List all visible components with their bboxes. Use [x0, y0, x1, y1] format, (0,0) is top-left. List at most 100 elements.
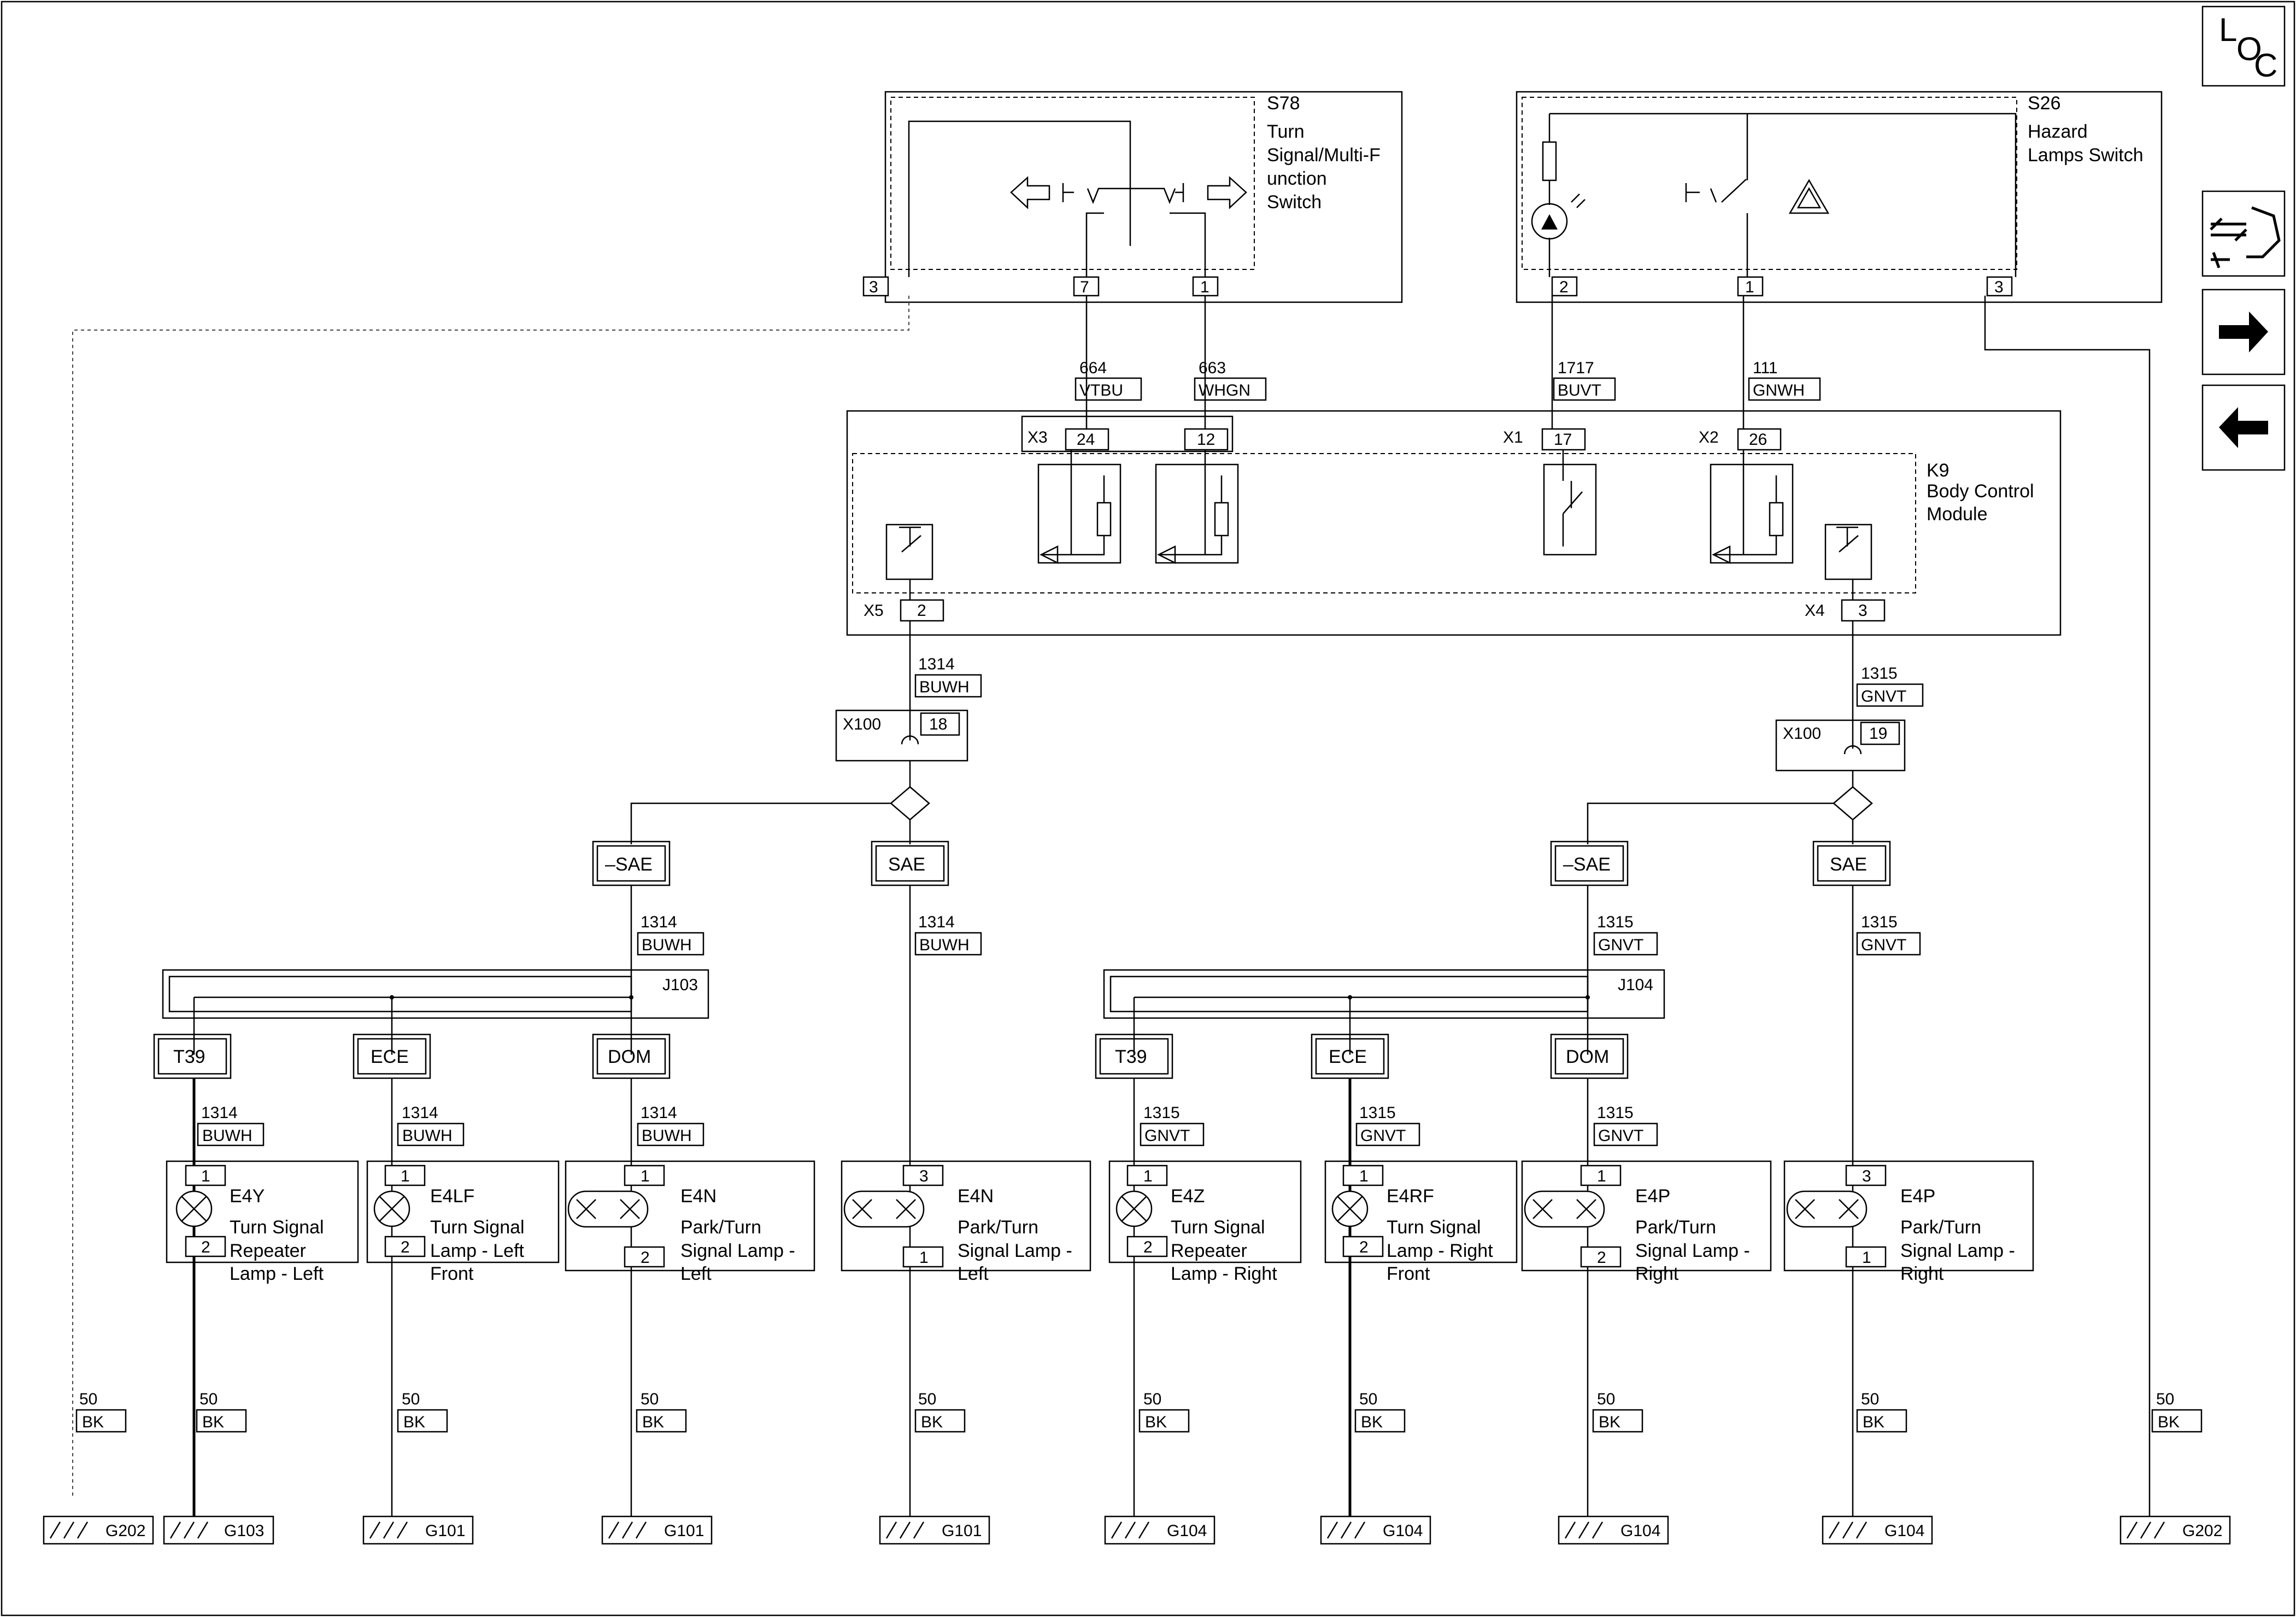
svg-text:BUVT: BUVT [1558, 381, 1601, 399]
gnd-wire-label-5: 50 BK [1138, 1390, 1190, 1433]
svg-text:50: 50 [402, 1390, 420, 1408]
svg-text:Turn: Turn [1267, 121, 1305, 142]
svg-text:3: 3 [1994, 278, 2004, 296]
svg-text:1: 1 [201, 1167, 210, 1185]
svg-text:ECE: ECE [371, 1046, 409, 1067]
svg-text:1314: 1314 [641, 1104, 677, 1122]
svg-text:Lamps Switch: Lamps Switch [2028, 145, 2144, 166]
svg-text:19: 19 [1869, 725, 1887, 743]
svg-text:111: 111 [1753, 359, 1778, 377]
svg-text:BK: BK [1599, 1413, 1620, 1431]
ground-hatch-icon [1111, 1521, 1150, 1539]
wire-1314-t39-left: 1314 BUWH [197, 1104, 265, 1146]
svg-text:12: 12 [1197, 431, 1215, 449]
wire-111: 111 GNWH [1748, 359, 1821, 401]
svg-text:G104: G104 [1884, 1522, 1924, 1540]
gnd-wire-label-0: 50 BK [75, 1390, 127, 1433]
svg-text:Park/Turn: Park/Turn [1900, 1217, 1981, 1238]
location-button[interactable]: L O C [2201, 5, 2286, 87]
svg-text:Turn Signal: Turn Signal [230, 1217, 324, 1238]
svg-text:O: O [2236, 31, 2262, 67]
svg-text:2: 2 [1559, 278, 1569, 296]
svg-text:18: 18 [929, 715, 947, 733]
svg-text:3: 3 [869, 278, 878, 296]
wire-1717: 1717 BUVT [1553, 359, 1616, 401]
svg-text:50: 50 [79, 1390, 97, 1408]
svg-text:GNWH: GNWH [1753, 381, 1805, 399]
svg-text:Turn Signal: Turn Signal [1387, 1217, 1481, 1238]
s78-ground-wire [72, 296, 909, 1497]
option-t39-left: T39 [153, 1033, 232, 1079]
option-dom-right: DOM [1550, 1033, 1629, 1079]
svg-text:Front: Front [1387, 1263, 1430, 1284]
svg-text:1315: 1315 [1359, 1104, 1396, 1122]
svg-text:WHGN: WHGN [1199, 381, 1250, 399]
ground-hatch-icon [169, 1521, 209, 1539]
lamp-e4p-sae-right: 3 1 E4P Park/Turn Signal Lamp - Right [1783, 1160, 2034, 1284]
j104-splice: J104 [1103, 969, 1665, 1055]
right-arrow-icon [1207, 176, 1247, 209]
svg-text:Lamp - Left: Lamp - Left [230, 1263, 324, 1284]
svg-text:L: L [2219, 11, 2237, 48]
wire-1315-k9-x100: 1315 GNVT [1856, 665, 1924, 707]
ground-hatch-icon [49, 1521, 89, 1539]
svg-text:BUWH: BUWH [642, 936, 692, 954]
svg-text:7: 7 [1080, 278, 1089, 296]
svg-text:1: 1 [1745, 278, 1754, 296]
svg-text:1: 1 [919, 1249, 929, 1267]
svg-text:1315: 1315 [1597, 1104, 1634, 1122]
next-arrow-icon[interactable] [2201, 289, 2286, 375]
lamp-e4y: 1 2 E4Y Turn Signal Repeater Lamp - Left [166, 1160, 359, 1284]
svg-text:Repeater: Repeater [230, 1240, 306, 1261]
svg-text:Turn Signal: Turn Signal [430, 1217, 525, 1238]
svg-text:–SAE: –SAE [605, 854, 653, 875]
svg-text:BUWH: BUWH [919, 936, 970, 954]
left-arrow-icon [1010, 176, 1050, 209]
svg-text:50: 50 [1861, 1390, 1879, 1408]
svg-text:Signal Lamp -: Signal Lamp - [1900, 1240, 2015, 1261]
svg-text:3: 3 [1862, 1167, 1871, 1185]
option-nsae-left: –SAE [592, 840, 671, 886]
svg-text:Right: Right [1635, 1263, 1679, 1284]
gnd-wire-label-8: 50 BK [1856, 1390, 1907, 1433]
svg-text:T39: T39 [173, 1046, 205, 1067]
connector-route-icon[interactable] [2201, 190, 2286, 277]
ground-g101-c: G101 [879, 1515, 990, 1545]
previous-arrow-icon[interactable] [2201, 384, 2286, 471]
lamp-e4n-sae-left: 3 1 E4N Park/Turn Signal Lamp - Left [841, 1160, 1091, 1284]
svg-text:GNVT: GNVT [1144, 1127, 1190, 1145]
wire-1315-ece-right: 1315 GNVT [1355, 1104, 1420, 1146]
svg-text:1315: 1315 [1861, 665, 1898, 683]
svg-text:Signal Lamp -: Signal Lamp - [680, 1240, 795, 1261]
ground-g101-a: G101 [362, 1515, 474, 1545]
svg-text:2: 2 [917, 602, 926, 620]
svg-text:1: 1 [641, 1167, 650, 1185]
svg-text:1: 1 [1862, 1249, 1871, 1267]
lamp-e4rf: 1 2 E4RF Turn Signal Lamp - Right Front [1324, 1160, 1518, 1284]
svg-text:Park/Turn: Park/Turn [680, 1217, 761, 1238]
svg-text:J103: J103 [662, 976, 698, 994]
svg-text:50: 50 [1597, 1390, 1615, 1408]
wire-1315-nsae-right: 1315 GNVT [1593, 913, 1658, 956]
wire-1314-dom-left: 1314 BUWH [637, 1104, 704, 1146]
svg-text:2: 2 [641, 1249, 650, 1267]
svg-text:Repeater: Repeater [1171, 1240, 1247, 1261]
svg-text:X1: X1 [1503, 428, 1523, 446]
svg-text:SAE: SAE [1830, 854, 1867, 875]
svg-text:3: 3 [1858, 602, 1868, 620]
ground-hatch-icon [2126, 1521, 2165, 1539]
svg-text:S78: S78 [1267, 93, 1300, 114]
svg-text:E4Y: E4Y [230, 1186, 265, 1207]
svg-text:BK: BK [1863, 1413, 1884, 1431]
ground-hatch-icon [608, 1521, 647, 1539]
svg-text:50: 50 [641, 1390, 659, 1408]
svg-text:1314: 1314 [641, 913, 677, 931]
svg-text:BK: BK [1361, 1413, 1383, 1431]
svg-text:50: 50 [1359, 1390, 1377, 1408]
svg-text:BUWH: BUWH [402, 1127, 453, 1145]
ground-hatch-icon [1828, 1521, 1868, 1539]
x100-connector-right: X100 19 [1775, 719, 1906, 772]
svg-text:G104: G104 [1167, 1522, 1207, 1540]
